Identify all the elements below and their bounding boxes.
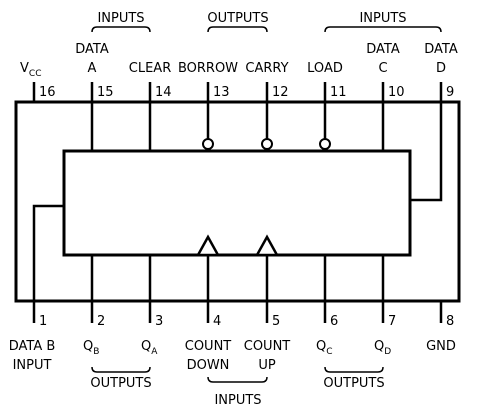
- group-brace-outputs-right: [324, 366, 384, 373]
- pin-12-label: CARRY: [245, 61, 288, 76]
- pin-4-label-line2: DOWN: [187, 358, 230, 373]
- pin-7-number: 7: [388, 314, 396, 329]
- pin-15-number: 15: [97, 85, 114, 100]
- pin-9-wire: [410, 102, 443, 202]
- pin-13-number: 13: [213, 85, 230, 100]
- pin-9-label-line2: D: [436, 61, 446, 76]
- count-up-clock-triangle: [254, 234, 280, 257]
- pin-14-label: CLEAR: [129, 61, 171, 76]
- pin-3-label: QA: [141, 339, 158, 357]
- group-label-outputs-left: OUTPUTS: [90, 376, 151, 391]
- pin-7-label: QD: [374, 339, 391, 357]
- borrow-inversion-bubble: [202, 138, 214, 150]
- pin-15-label-line2: A: [88, 61, 97, 76]
- pin-4-number: 4: [213, 314, 221, 329]
- group-label-inputs-mid: INPUTS: [214, 393, 261, 408]
- pin-11-label: LOAD: [307, 61, 343, 76]
- pin-1-number: 1: [39, 314, 47, 329]
- package-outline: [14, 100, 461, 303]
- pin-10-label-line1: DATA: [366, 42, 400, 57]
- group-brace-inputs-right: [324, 26, 442, 33]
- pin-2-number: 2: [97, 314, 105, 329]
- pin-3-number: 3: [155, 314, 163, 329]
- pin-16-label: VCC: [20, 61, 41, 79]
- pin-6-number: 6: [330, 314, 338, 329]
- pin-4-label-line1: COUNT: [185, 339, 232, 354]
- pin-5-number: 5: [272, 314, 280, 329]
- group-label-outputs-mid: OUTPUTS: [207, 11, 268, 26]
- pin-15-label-line1: DATA: [75, 42, 109, 57]
- pin-1-label-line2: INPUT: [13, 358, 52, 373]
- pin-10-number: 10: [388, 85, 405, 100]
- group-label-inputs-right: INPUTS: [359, 11, 406, 26]
- count-down-clock-triangle: [195, 234, 221, 257]
- group-brace-inputs-mid: [207, 376, 268, 383]
- carry-inversion-bubble: [261, 138, 273, 150]
- pin-16-number: 16: [39, 85, 56, 100]
- pin-5-label-line1: COUNT: [244, 339, 291, 354]
- group-brace-inputs-left: [91, 26, 151, 33]
- pin-8-number: 8: [446, 314, 454, 329]
- pin-8-label: GND: [426, 339, 456, 354]
- pin-1-wire: [32, 204, 64, 301]
- pin-14-number: 14: [155, 85, 172, 100]
- pin-10-label-line2: C: [378, 61, 387, 76]
- pin-6-label: QC: [316, 339, 333, 357]
- pin-2-label: QB: [83, 339, 99, 357]
- pin-9-number: 9: [446, 85, 454, 100]
- group-label-inputs-left: INPUTS: [97, 11, 144, 26]
- pin-12-number: 12: [272, 85, 289, 100]
- load-inversion-bubble: [319, 138, 331, 150]
- pin-13-label: BORROW: [178, 61, 238, 76]
- group-label-outputs-right: OUTPUTS: [323, 376, 384, 391]
- group-brace-outputs-mid: [207, 26, 268, 33]
- pin-9-label-line1: DATA: [424, 42, 458, 57]
- pin-5-label-line2: UP: [258, 358, 276, 373]
- pin-11-number: 11: [330, 85, 347, 100]
- pin-1-label-line1: DATA B: [9, 339, 56, 354]
- logic-block: [62, 149, 412, 257]
- group-brace-outputs-left: [91, 366, 151, 373]
